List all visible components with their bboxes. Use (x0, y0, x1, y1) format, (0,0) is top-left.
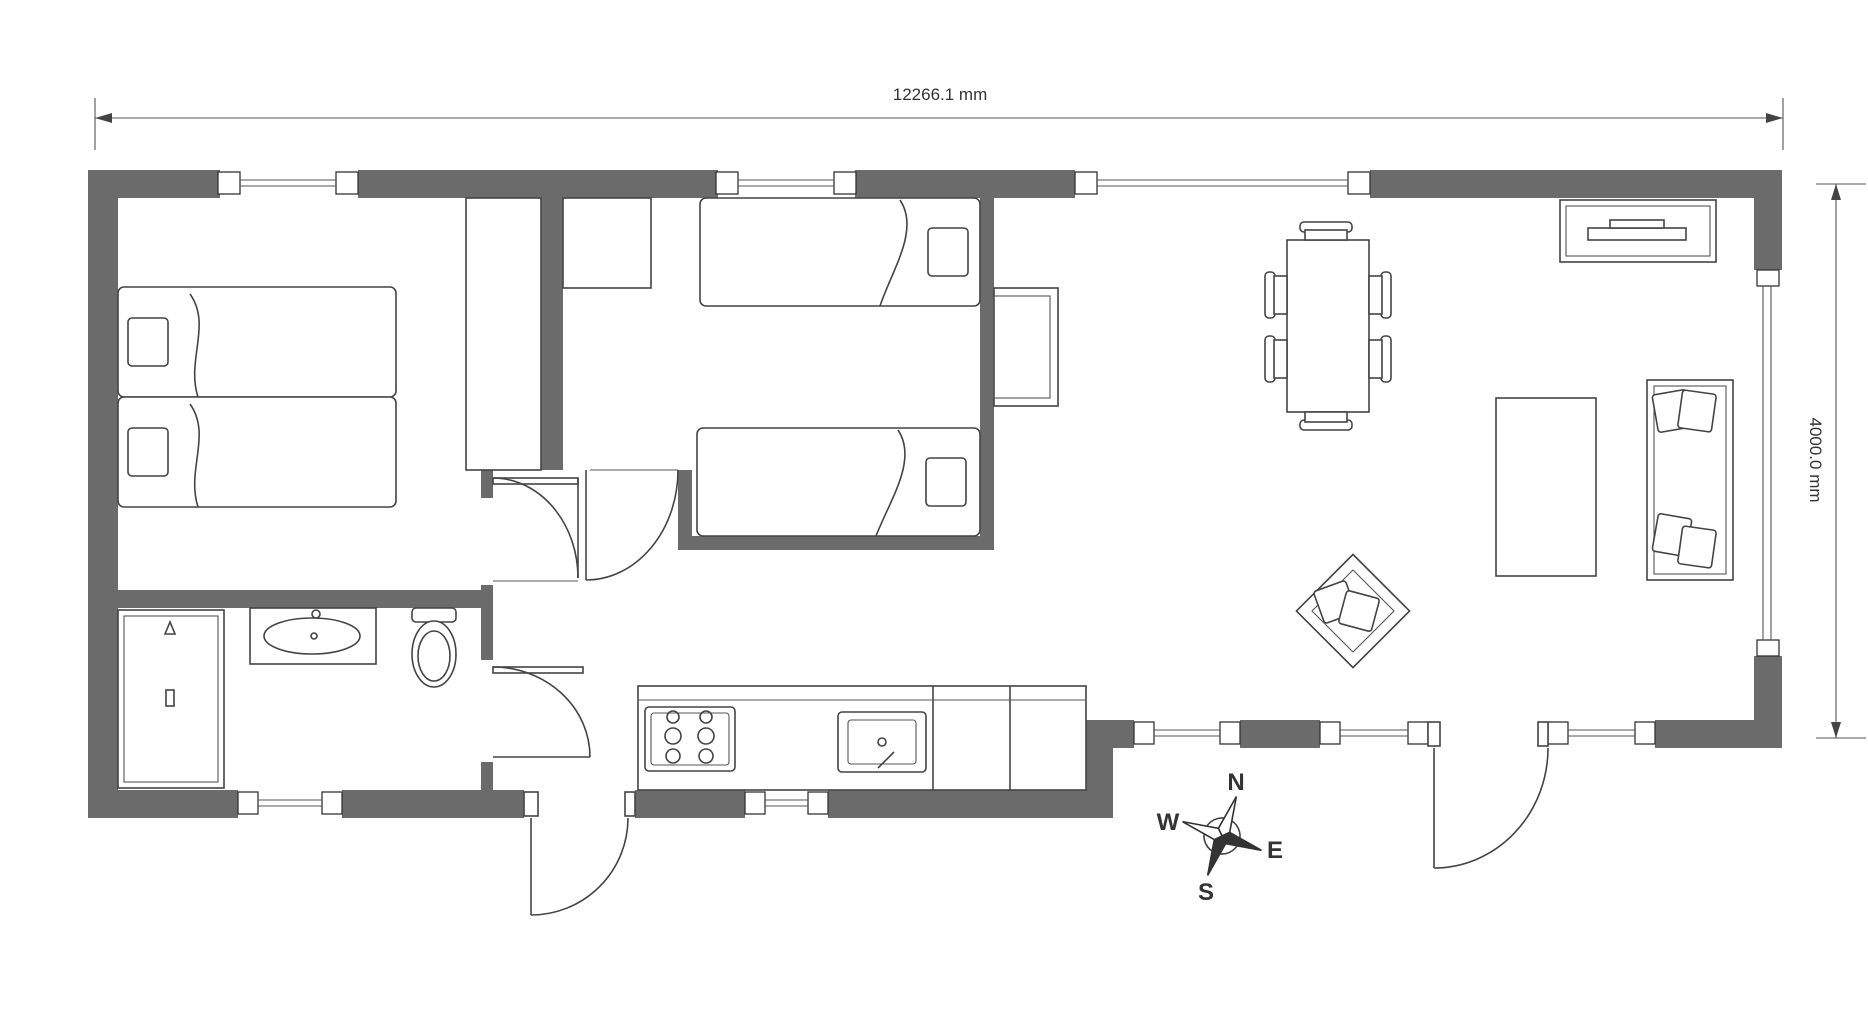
doors (492, 469, 1549, 916)
pillow-icon (127, 317, 169, 367)
compass-rose-icon (1182, 796, 1262, 876)
compass-south-label: S (1198, 879, 1214, 906)
single-bed-top (699, 197, 981, 307)
window-top-2 (715, 171, 857, 195)
pillow-icon (927, 227, 969, 277)
door-bedroom-2 (585, 469, 679, 581)
double-bed (117, 286, 397, 508)
window-bottom-living-2 (1319, 721, 1429, 745)
chair-icon (1368, 335, 1392, 383)
sofa (1646, 379, 1734, 581)
width-dimension-label: 12266.1 mm (893, 85, 988, 104)
pillow-icon (127, 427, 169, 477)
cushion-icon (1338, 590, 1380, 632)
window-top-1 (217, 171, 359, 195)
window-bottom-living-3 (1547, 721, 1656, 745)
vanity-sink (249, 607, 377, 665)
tv-unit (1559, 199, 1717, 263)
wardrobe (465, 197, 542, 471)
door-entrance-kitchen (523, 791, 636, 916)
kitchen-sink-icon (837, 711, 927, 773)
door-bedroom-1 (492, 477, 579, 582)
door-entrance-living (1427, 721, 1549, 869)
armchair (1295, 553, 1411, 669)
chair-icon (1264, 271, 1288, 319)
kitchen (637, 685, 1087, 791)
chair-icon (1264, 335, 1288, 383)
dining-table (1286, 239, 1370, 413)
dining-set (1264, 221, 1392, 431)
window-right (1756, 269, 1780, 657)
shower-tray (117, 609, 225, 789)
single-bed-bottom (696, 427, 981, 537)
window-bottom-kitchen (744, 791, 829, 815)
door-bathroom (492, 666, 591, 758)
compass-north-label: N (1227, 769, 1244, 796)
compass-east-label: E (1267, 837, 1283, 864)
depth-dimension: 4000.0 mm (1806, 183, 1866, 739)
cushion-icon (1677, 389, 1717, 433)
window-top-3 (1074, 171, 1371, 195)
bedroom-1 (117, 197, 542, 508)
bathroom (117, 607, 457, 789)
pillow-icon (925, 457, 967, 507)
walls (88, 170, 1782, 818)
depth-dimension-label: 4000.0 mm (1806, 417, 1825, 502)
width-dimension: 12266.1 mm (94, 85, 1784, 150)
bedroom-2 (562, 197, 981, 537)
bedside-unit (562, 197, 652, 289)
window-bottom-bath (237, 791, 343, 815)
chair-icon (1299, 411, 1353, 431)
cushion-icon (1677, 525, 1717, 569)
window-bottom-living-1 (1133, 721, 1241, 745)
toilet (411, 607, 457, 688)
chair-icon (1368, 271, 1392, 319)
chair-icon (1299, 221, 1353, 241)
windows (217, 171, 1780, 815)
compass-west-label: W (1157, 809, 1180, 836)
wall-heater (993, 287, 1059, 407)
coffee-table (1495, 397, 1597, 577)
cooktop-icon (644, 706, 736, 772)
